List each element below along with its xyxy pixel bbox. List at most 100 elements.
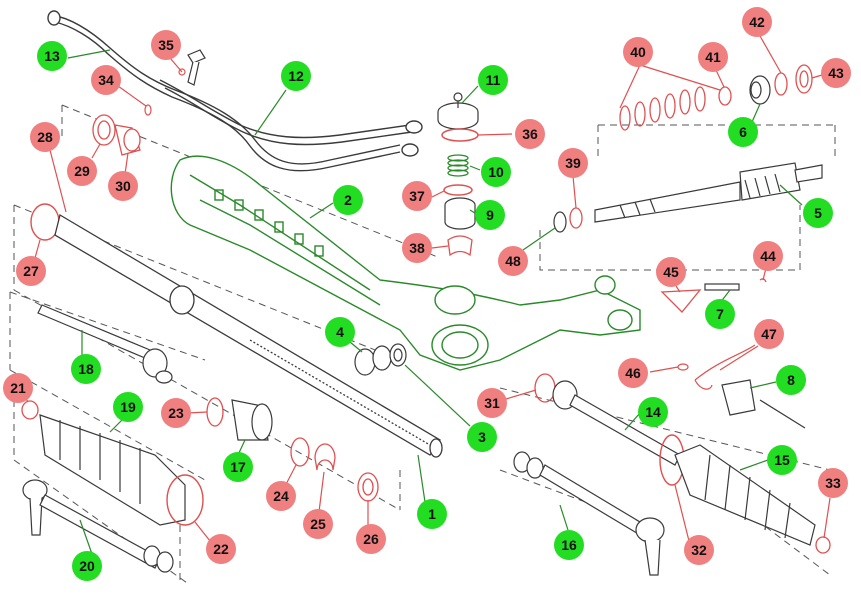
leader-42 xyxy=(759,35,782,74)
callout-40-label: 40 xyxy=(630,44,646,60)
leader-39 xyxy=(572,175,577,209)
leader-15 xyxy=(739,459,769,471)
callout-16-circle xyxy=(554,530,584,560)
callout-38-circle xyxy=(402,233,432,263)
callout-12-circle xyxy=(281,61,311,91)
callout-32: 32 xyxy=(684,535,714,565)
part-9-yoke xyxy=(444,197,476,230)
callout-43: 43 xyxy=(821,58,851,88)
leader-4 xyxy=(349,341,363,353)
callout-45: 45 xyxy=(656,257,686,287)
callout-6: 6 xyxy=(728,117,758,147)
part-48-seal xyxy=(553,211,567,233)
callout-8-label: 8 xyxy=(787,372,795,388)
callout-36-label: 36 xyxy=(522,126,538,142)
part-36-oring xyxy=(441,128,479,142)
callout-4: 4 xyxy=(325,317,355,347)
callout-48: 48 xyxy=(498,246,528,276)
callout-44-label: 44 xyxy=(760,248,776,264)
callout-37-label: 37 xyxy=(409,188,425,204)
callout-20-circle xyxy=(72,551,102,581)
part-23-ring xyxy=(206,397,224,427)
callout-26: 26 xyxy=(356,524,386,554)
leader-lines xyxy=(67,49,803,555)
leader-34 xyxy=(117,85,147,107)
part-47-wire xyxy=(694,344,756,390)
part-24-ring xyxy=(290,437,310,467)
leader-43 xyxy=(811,74,823,79)
callout-22-label: 22 xyxy=(213,541,229,557)
leader-45 xyxy=(675,285,681,293)
part-35-bolt xyxy=(178,49,206,86)
leader-2 xyxy=(309,202,334,219)
callout-6-circle xyxy=(728,117,758,147)
callout-18-circle xyxy=(71,354,101,384)
callout-33-circle xyxy=(818,468,848,498)
callout-44-circle xyxy=(753,241,783,271)
callout-26-circle xyxy=(356,524,386,554)
part-26-bushing xyxy=(357,472,379,502)
leader-46 xyxy=(649,366,679,373)
callout-11-label: 11 xyxy=(486,72,501,88)
part-18-tie-rod xyxy=(37,304,173,384)
callout-46: 46 xyxy=(618,358,648,388)
callout-14-circle xyxy=(638,397,668,427)
callout-27-label: 27 xyxy=(23,263,39,279)
part-39-seal xyxy=(569,207,583,229)
part-30-bushing xyxy=(114,124,141,156)
callout-32-circle xyxy=(684,535,714,565)
callout-15-label: 15 xyxy=(774,452,790,468)
callout-23: 23 xyxy=(161,398,191,428)
callout-35-circle xyxy=(151,30,181,60)
callout-7-circle xyxy=(705,299,735,329)
callout-46-label: 46 xyxy=(625,365,641,381)
part-42-ring xyxy=(774,72,788,96)
callout-13-label: 13 xyxy=(44,48,60,64)
callout-7: 7 xyxy=(705,299,735,329)
leader-16 xyxy=(559,504,569,531)
callout-42: 42 xyxy=(742,7,772,37)
callout-28-circle xyxy=(30,122,60,152)
callout-28: 28 xyxy=(30,122,60,152)
callout-13: 13 xyxy=(37,41,67,71)
callout-6-label: 6 xyxy=(739,124,747,140)
part-34-washer xyxy=(144,104,152,116)
leader-36 xyxy=(477,133,513,136)
part-46-clip xyxy=(677,363,689,371)
callout-30-label: 30 xyxy=(115,178,131,194)
callout-47-circle xyxy=(754,319,784,349)
callout-14: 14 xyxy=(638,397,668,427)
callout-5-label: 5 xyxy=(814,205,822,221)
leader-10 xyxy=(469,165,481,171)
part-31-ring xyxy=(534,373,556,403)
part-3-ring xyxy=(389,343,407,367)
callout-29: 29 xyxy=(67,156,97,186)
callout-34-label: 34 xyxy=(98,72,114,88)
leader-12 xyxy=(254,89,287,136)
leader-6 xyxy=(751,103,761,123)
leader-8 xyxy=(749,381,777,389)
callout-33: 33 xyxy=(818,468,848,498)
leader-28 xyxy=(49,149,67,213)
callout-37-circle xyxy=(402,181,432,211)
part-21-clamp xyxy=(21,400,39,420)
part-25-collar xyxy=(314,443,336,471)
callout-39-circle xyxy=(558,148,588,178)
callout-36: 36 xyxy=(515,119,545,149)
callout-30-circle xyxy=(108,171,138,201)
callout-46-circle xyxy=(618,358,648,388)
callout-3: 3 xyxy=(467,422,497,452)
callout-5: 5 xyxy=(803,198,833,228)
callout-1-circle xyxy=(417,499,447,529)
callout-25-label: 25 xyxy=(310,516,326,532)
callout-5-circle xyxy=(803,198,833,228)
callout-26-label: 26 xyxy=(363,531,379,547)
callout-37: 37 xyxy=(402,181,432,211)
callout-17-label: 17 xyxy=(230,459,246,475)
part-13-pipe xyxy=(47,10,401,172)
frame-rack-diag-2 xyxy=(13,204,401,361)
part-40-rings xyxy=(619,86,706,131)
callout-1: 1 xyxy=(417,499,447,529)
part-38-pad xyxy=(447,235,473,257)
